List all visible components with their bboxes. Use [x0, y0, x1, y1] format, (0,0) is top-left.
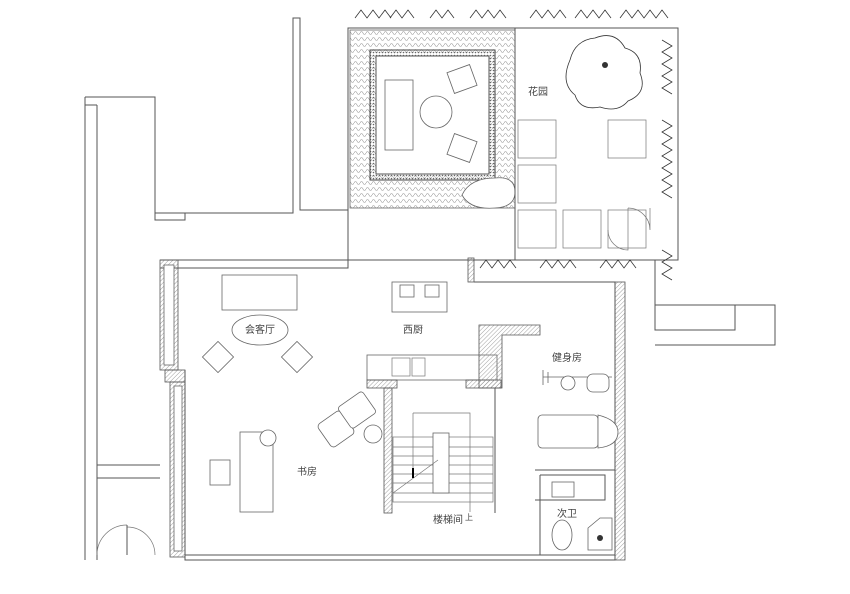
gym-equipment — [537, 370, 619, 449]
reception-table — [231, 314, 289, 346]
toilet-icon — [551, 519, 573, 551]
kitchen — [366, 281, 541, 514]
armchair — [446, 64, 478, 94]
armchair — [201, 340, 235, 374]
label-stairwell: 楼梯间 — [433, 513, 463, 526]
hedge-top — [354, 9, 673, 281]
sofa — [221, 274, 298, 311]
label-gym: 健身房 — [552, 351, 582, 364]
kitchen-counter — [366, 354, 498, 381]
lounge-chair — [338, 391, 376, 429]
treadmill — [537, 414, 599, 449]
garden-pavers — [517, 119, 647, 249]
desk-lamp-icon — [259, 429, 277, 447]
armchair — [280, 340, 314, 374]
washbasin-icon — [551, 481, 575, 498]
garden-area — [347, 9, 679, 283]
armchair — [446, 133, 478, 163]
bar-stool — [424, 284, 440, 298]
sink-icon — [391, 357, 411, 377]
label-study: 书房 — [297, 465, 317, 478]
side-table — [363, 424, 383, 444]
reception-furniture — [201, 274, 383, 513]
bar-stool — [399, 284, 415, 298]
label-stair-up: 上 — [465, 513, 473, 522]
left-corridor — [84, 17, 348, 560]
coffee-table — [419, 95, 453, 129]
sofa — [384, 79, 414, 151]
label-western-kitchen: 西厨 — [403, 324, 423, 336]
bathroom — [535, 469, 615, 555]
main-walls — [159, 210, 776, 561]
label-garden: 花园 — [528, 85, 548, 98]
tree-icon — [565, 35, 643, 110]
chair — [209, 459, 231, 486]
shower-icon — [587, 517, 613, 551]
label-secondary-bath: 次卫 — [557, 507, 577, 520]
label-reception: 会客厅 — [245, 323, 275, 336]
garden-door — [607, 207, 651, 251]
stairwell — [392, 388, 496, 513]
